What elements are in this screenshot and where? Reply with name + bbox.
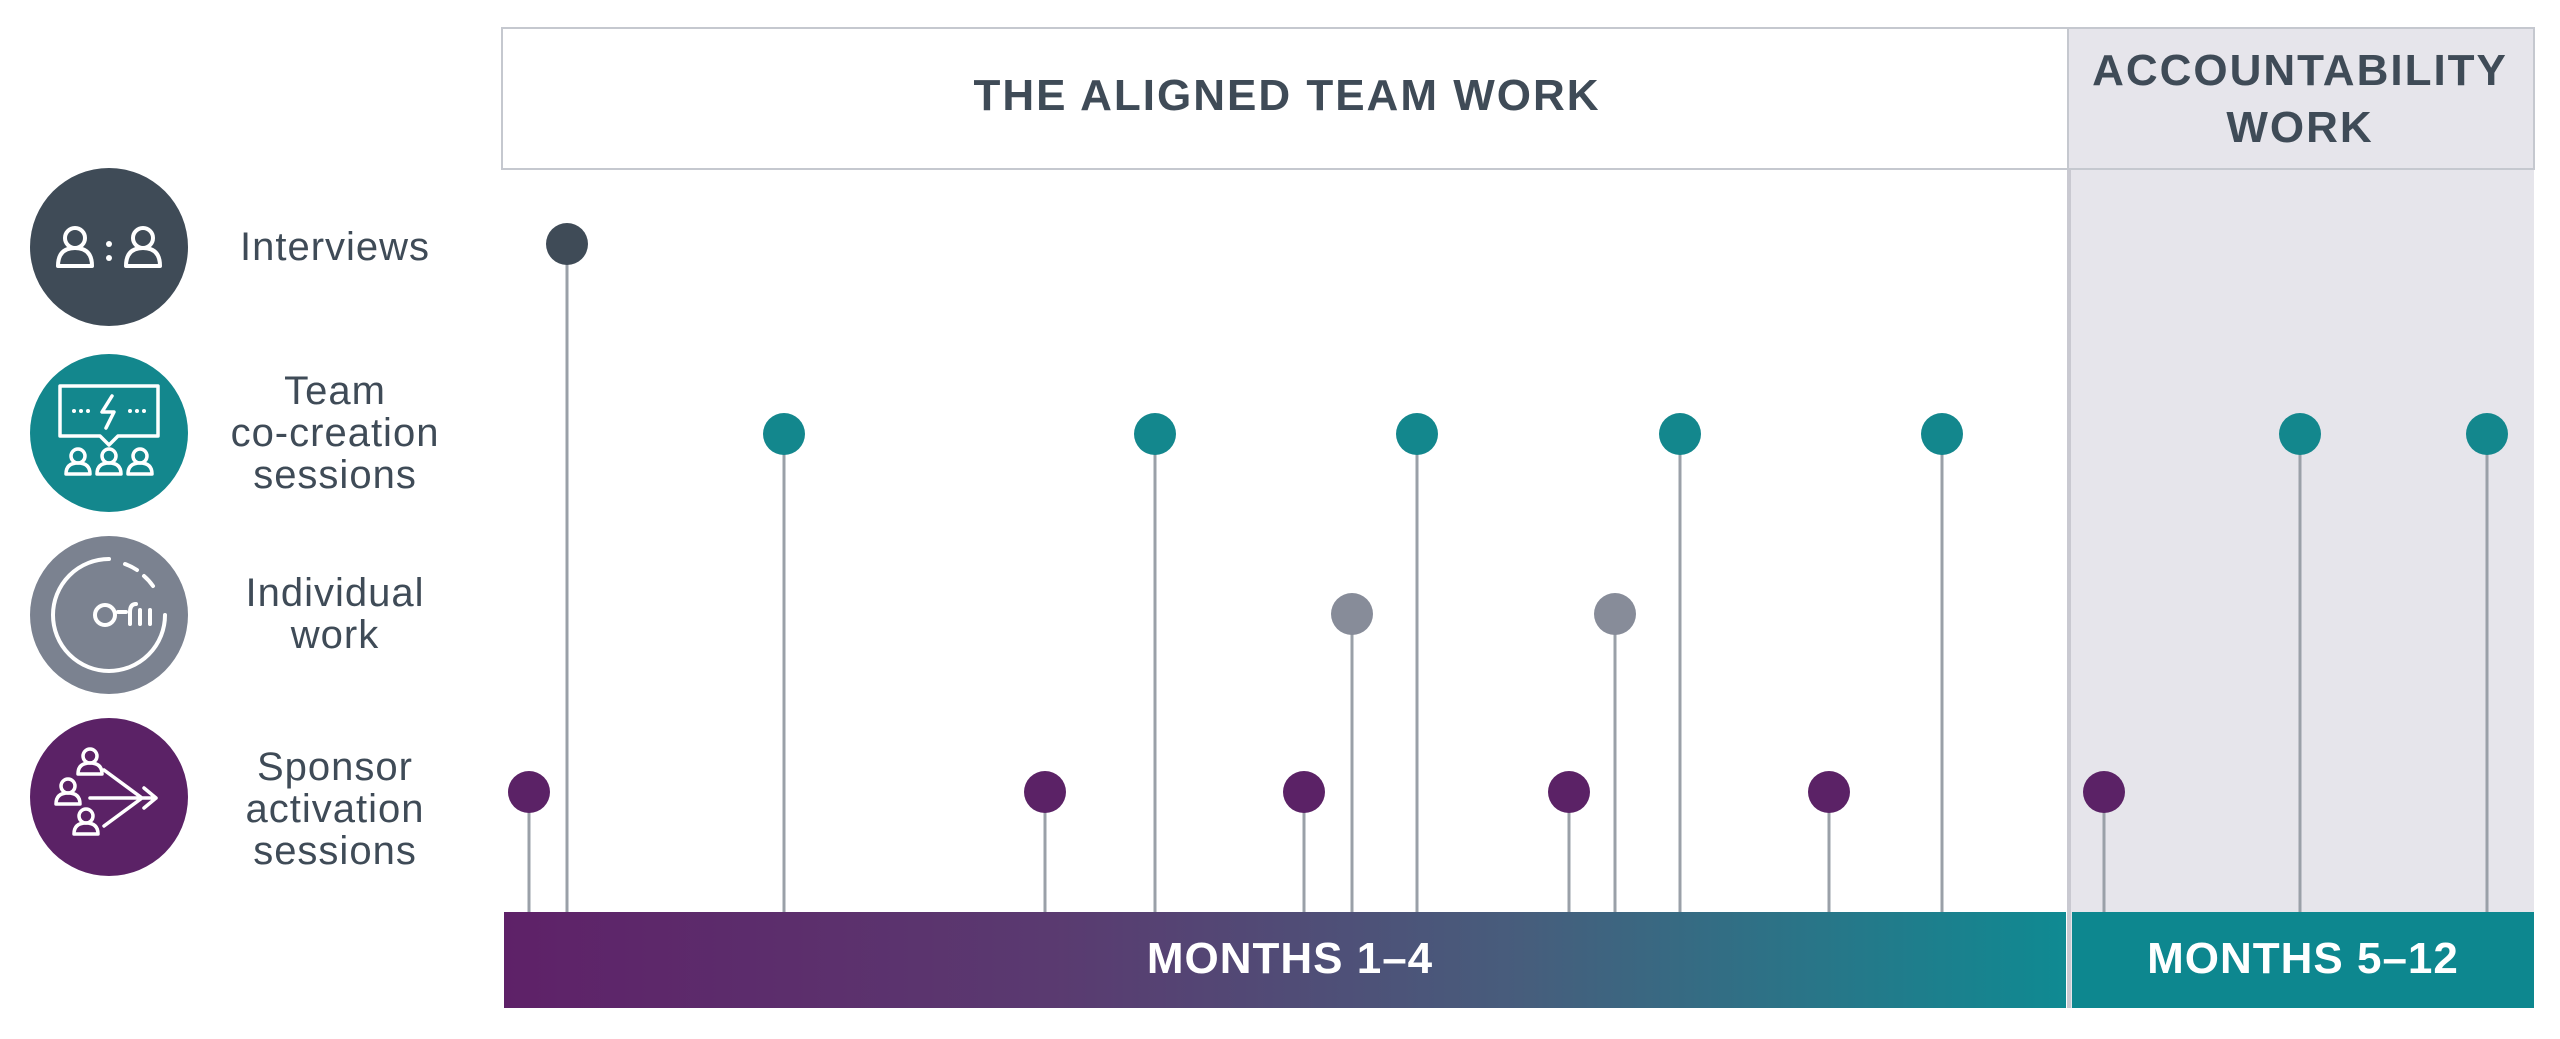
cocreation-marker <box>2466 413 2508 455</box>
sponsor-activation-icon <box>30 718 188 876</box>
interviews-legend-icon <box>30 168 188 326</box>
individual-legend-icon <box>30 536 188 694</box>
cocreation-marker <box>1921 413 1963 455</box>
months-1-4-bar <box>504 912 2066 1008</box>
accountability-title-line1: ACCOUNTABILITY <box>2092 46 2508 95</box>
aligned-team-header-box <box>501 27 2069 170</box>
sponsor-legend-icon <box>30 718 188 876</box>
cocreation-legend-label: Team co-creation sessions <box>230 369 440 497</box>
months-5-12-bar <box>2072 912 2534 1008</box>
interviews-legend-label: Interviews <box>239 225 431 269</box>
aligned-team-title: THE ALIGNED TEAM WORK <box>974 71 1601 120</box>
cocreation-marker <box>2279 413 2321 455</box>
accountability-title-line2: WORK <box>2226 103 2373 152</box>
interview-marker <box>546 223 588 265</box>
individual-work-marker <box>1594 593 1636 635</box>
sponsor-marker <box>1024 771 1066 813</box>
individual-legend-label: Individual work <box>245 571 425 657</box>
cocreation-marker <box>1396 413 1438 455</box>
accountability-header-box <box>2067 27 2535 170</box>
months-5-12-label: MONTHS 5–12 <box>2147 934 2459 983</box>
cocreation-marker <box>763 413 805 455</box>
months-1-4-label: MONTHS 1–4 <box>1147 934 1433 983</box>
co-creation-icon <box>30 354 188 512</box>
sponsor-marker <box>508 771 550 813</box>
cocreation-legend-icon <box>30 354 188 512</box>
sponsor-marker <box>1548 771 1590 813</box>
individual-work-icon <box>30 536 188 694</box>
sponsor-legend-label: Sponsor activation sessions <box>245 745 425 873</box>
cocreation-marker <box>1659 413 1701 455</box>
interview-icon <box>30 168 188 326</box>
individual-work-marker <box>1331 593 1373 635</box>
sponsor-marker <box>1283 771 1325 813</box>
sponsor-marker <box>2083 771 2125 813</box>
event-markers <box>508 223 2508 813</box>
cocreation-marker <box>1134 413 1176 455</box>
sponsor-marker <box>1808 771 1850 813</box>
